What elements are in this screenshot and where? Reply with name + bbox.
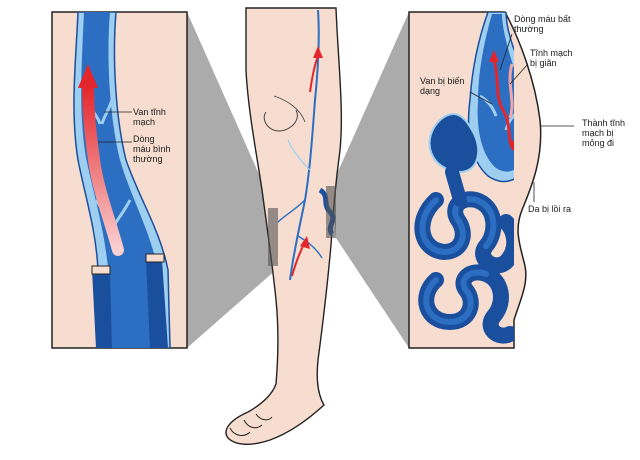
right-dilated-vein-lumen	[477, 14, 514, 172]
leg-flow-arrowhead-upper	[313, 46, 323, 58]
right-abnormal-flow-arrowhead	[489, 50, 499, 62]
right-vein-trunk	[445, 165, 467, 207]
right-abnormal-flow	[508, 63, 514, 119]
right-inset-varicose-vein: Dòng máu bất thường Tĩnh mạch bị giãn Va…	[408, 11, 628, 349]
leg-vein	[287, 139, 311, 171]
knee-contour-2	[273, 95, 306, 123]
leg-vein	[277, 199, 306, 223]
right-dilated-vein-label: Tĩnh mạch bị giãn	[530, 48, 575, 68]
right-abnormal-flow-label-line: Dòng máu bất	[514, 14, 571, 24]
left-flow-label-line: máu bình	[133, 144, 171, 154]
right-deformed-valve	[504, 113, 514, 131]
right-thin-wall-label: Thành tĩnh mạch bị mỏng đi	[582, 118, 628, 148]
left-inset-normal-vein: Van tĩnh mạch Dòng máu bình thường	[51, 11, 188, 349]
left-vein-cap	[145, 253, 165, 263]
right-abnormal-flow-label-line: thường	[514, 24, 543, 34]
left-vein-deep	[92, 270, 112, 348]
left-vein-cap	[91, 265, 111, 275]
toe	[243, 419, 263, 429]
leg-flow-arrowhead-lower	[300, 236, 310, 249]
left-vein-lumen	[81, 12, 160, 348]
right-bulging-skin-label: Da bị lồi ra	[528, 204, 571, 214]
right-vein-coil-highlight	[423, 269, 489, 326]
left-valve-label-line: Van tĩnh	[133, 107, 166, 117]
right-vein-lobe	[428, 113, 480, 174]
leg-zoom-marker-left	[268, 208, 278, 266]
right-thin-wall-label-line: mạch bị	[582, 128, 614, 138]
right-abnormal-flow-leader	[499, 33, 513, 71]
toe	[229, 427, 251, 436]
right-zoom-projection	[332, 12, 409, 348]
knee-contour	[263, 109, 298, 132]
left-valve-label-line: mạch	[133, 117, 155, 127]
left-flow-label-line: thường	[133, 154, 162, 164]
leg-flow-arrow-upper	[309, 55, 319, 93]
right-abnormal-flow	[492, 59, 514, 151]
leg-vein	[297, 235, 323, 259]
right-deformed-valve-label-line: dạng	[420, 86, 440, 96]
right-thin-wall-label-line: mỏng đi	[582, 138, 614, 148]
left-vein-deep	[146, 260, 168, 348]
left-flow-arrowhead	[78, 64, 98, 88]
toe	[255, 413, 273, 421]
right-vein-coil-highlight	[419, 196, 497, 256]
leg-zoom-marker-right	[326, 186, 336, 238]
right-deformed-valve-label: Van bị biến dạng	[420, 76, 467, 96]
right-abnormal-flow-arrowhead	[508, 140, 514, 150]
right-thin-wall-label-line: Thành tĩnh	[582, 118, 625, 128]
left-normal-flow	[82, 80, 124, 256]
left-valve	[100, 99, 114, 125]
right-deformed-valve	[479, 94, 498, 117]
right-dilated-vein-label-line: bị giãn	[530, 58, 557, 68]
leg-illustration	[225, 7, 343, 445]
left-zoom-projection	[187, 12, 278, 348]
right-deformed-valve-leader	[469, 91, 493, 105]
right-dilated-vein-leader	[509, 63, 529, 85]
left-flow-label-line: Dòng	[133, 134, 155, 144]
right-deformed-valve-label-line: Van bị biến	[420, 76, 464, 86]
left-normal-flow-label: Dòng máu bình thường	[133, 134, 173, 164]
left-valve-label: Van tĩnh mạch	[133, 107, 168, 127]
right-dilated-vein-label-line: Tĩnh mạch	[530, 48, 573, 58]
right-abnormal-flow-label: Dòng máu bất thường	[514, 14, 573, 34]
